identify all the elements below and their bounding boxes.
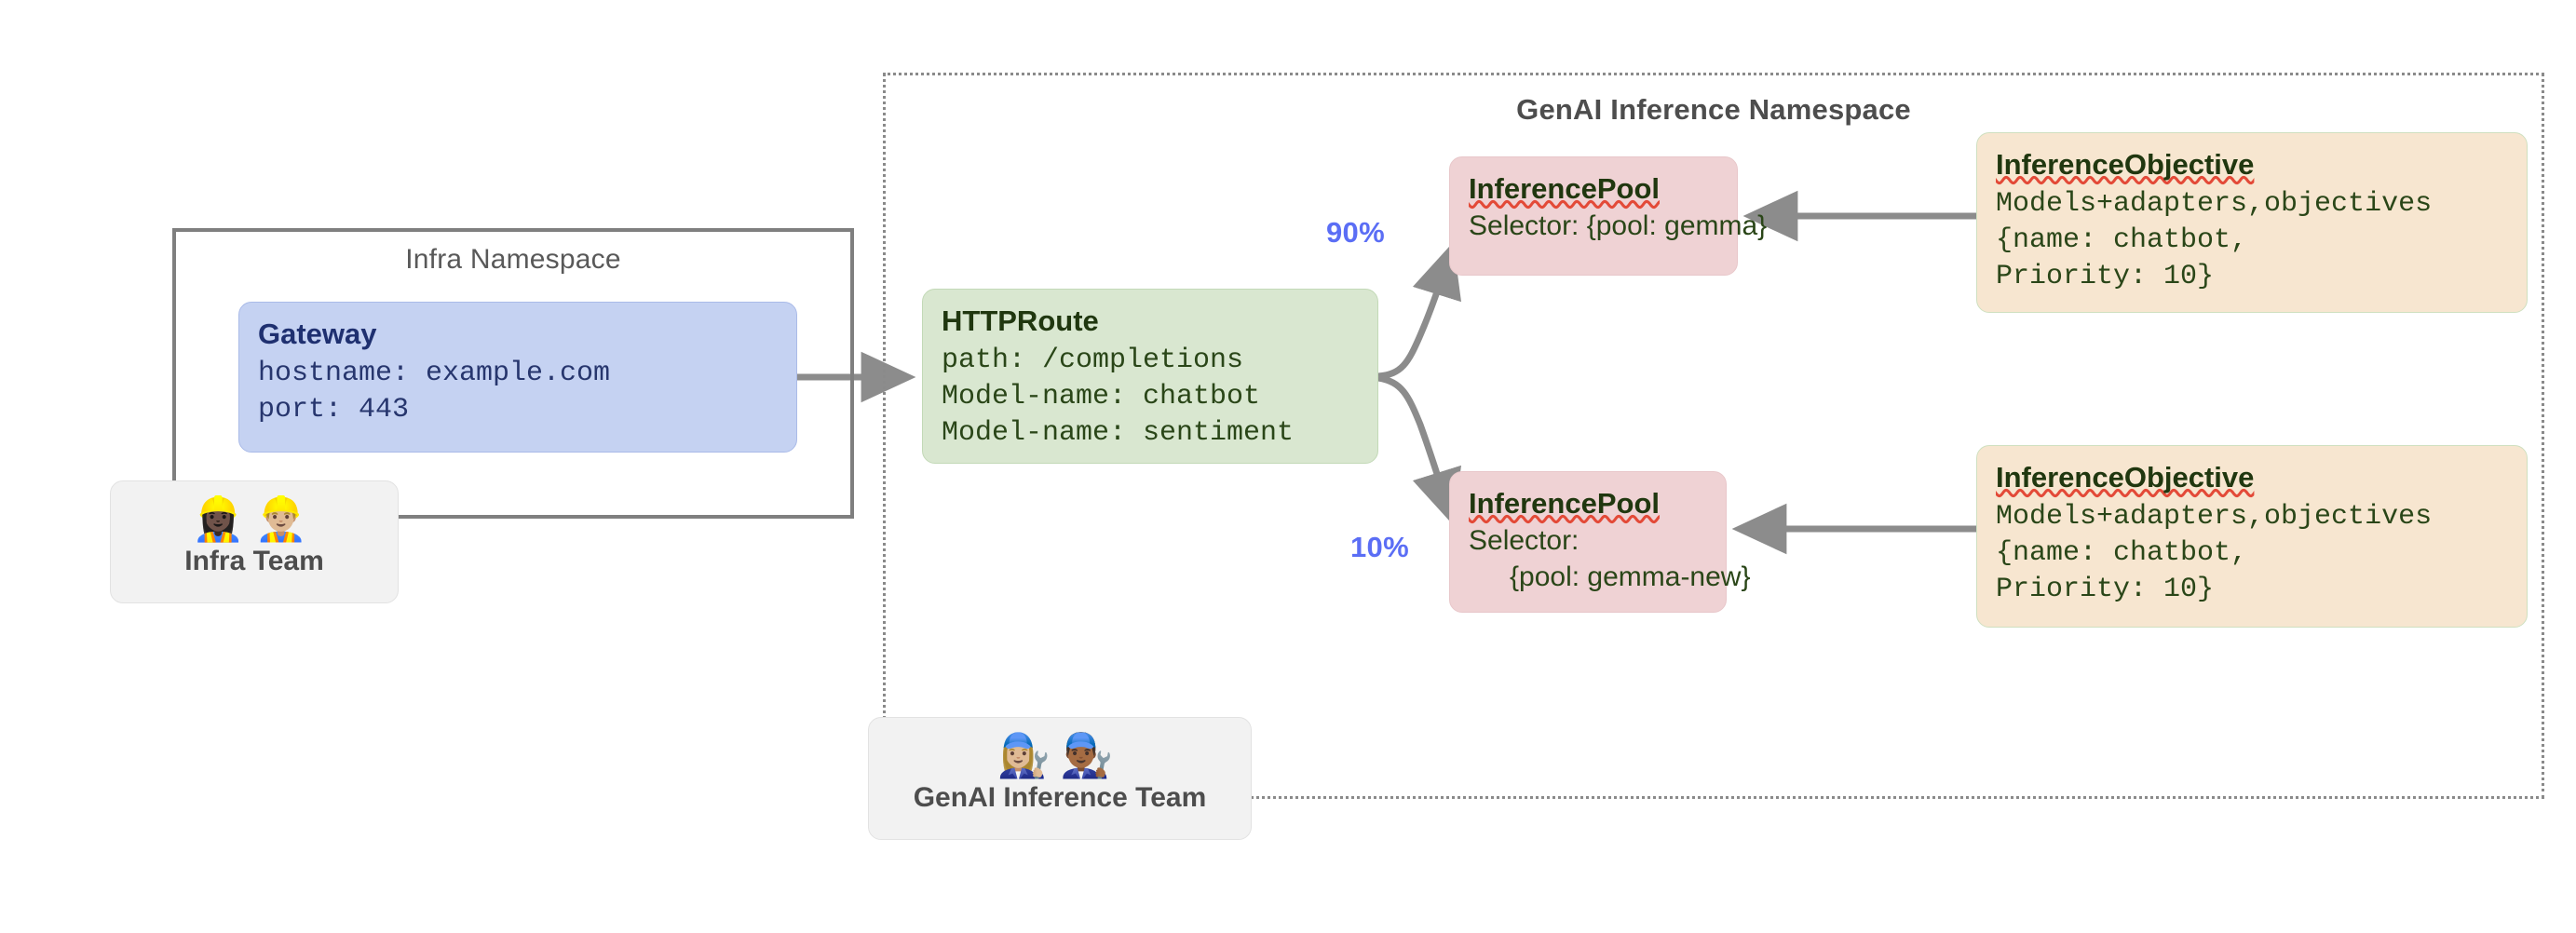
team-card-infra[interactable]: 👷🏿‍♀️👷🏼‍♂️ Infra Team xyxy=(110,480,399,603)
inferencepool-gemma-new-title: InferencePool xyxy=(1469,487,1660,520)
genai-team-people-icon: 👩🏼‍🔧👨🏾‍🔧 xyxy=(997,730,1123,780)
node-inferenceobjective-top[interactable]: InferenceObjective Models+adapters,objec… xyxy=(1976,132,2528,313)
inferencepool-gemma-new-selector: Selector: xyxy=(1469,525,1579,557)
node-inferencepool-gemma-new[interactable]: InferencePool Selector: {pool: gemma-new… xyxy=(1449,471,1751,613)
inferenceobjective-bottom-line-priority: Priority: 10} xyxy=(1996,574,2215,605)
genai-team-label: GenAI Inference Team xyxy=(913,781,1207,813)
inferenceobjective-top-title: InferenceObjective xyxy=(1996,148,2255,181)
inferenceobjective-bottom-title: InferenceObjective xyxy=(1996,461,2255,494)
inferenceobjective-top-line-priority: Priority: 10} xyxy=(1996,261,2215,292)
split-label-10-percent: 10% xyxy=(1350,531,1409,563)
inferenceobjective-bottom-line-name: {name: chatbot, xyxy=(1996,537,2248,569)
infra-team-label: Infra Team xyxy=(184,545,324,576)
gateway-line-hostname: hostname: example.com xyxy=(258,358,611,389)
genai-namespace-title: GenAI Inference Namespace xyxy=(1516,93,1911,126)
inferencepool-gemma-new-selector-value: {pool: gemma-new} xyxy=(1510,561,1751,593)
infra-team-people-icon: 👷🏿‍♀️👷🏼‍♂️ xyxy=(191,494,318,544)
infra-namespace-title: Infra Namespace xyxy=(405,244,621,275)
gateway-line-port: port: 443 xyxy=(258,394,410,426)
split-label-90-percent: 90% xyxy=(1326,216,1385,249)
inferencepool-gemma-selector: Selector: {pool: gemma} xyxy=(1469,210,1768,242)
httproute-line-model-sentiment: Model-name: sentiment xyxy=(942,417,1295,449)
httproute-line-model-chatbot: Model-name: chatbot xyxy=(942,381,1261,412)
node-httproute[interactable]: HTTPRoute path: /completions Model-name:… xyxy=(922,289,1378,464)
httproute-title: HTTPRoute xyxy=(942,304,1099,337)
infra-namespace-boundary xyxy=(172,228,854,519)
genai-namespace-boundary xyxy=(883,73,2544,799)
inferenceobjective-top-line-name: {name: chatbot, xyxy=(1996,224,2248,256)
team-card-genai[interactable]: 👩🏼‍🔧👨🏾‍🔧 GenAI Inference Team xyxy=(868,717,1252,840)
gateway-title: Gateway xyxy=(258,318,377,350)
httproute-line-path: path: /completions xyxy=(942,345,1244,376)
inferencepool-gemma-title: InferencePool xyxy=(1469,172,1660,205)
inferenceobjective-bottom-line-models: Models+adapters,objectives xyxy=(1996,501,2433,533)
inferenceobjective-top-line-models: Models+adapters,objectives xyxy=(1996,188,2433,220)
node-inferencepool-gemma[interactable]: InferencePool Selector: {pool: gemma} xyxy=(1449,156,1768,276)
node-gateway[interactable]: Gateway hostname: example.com port: 443 xyxy=(238,302,797,453)
node-inferenceobjective-bottom[interactable]: InferenceObjective Models+adapters,objec… xyxy=(1976,445,2528,628)
